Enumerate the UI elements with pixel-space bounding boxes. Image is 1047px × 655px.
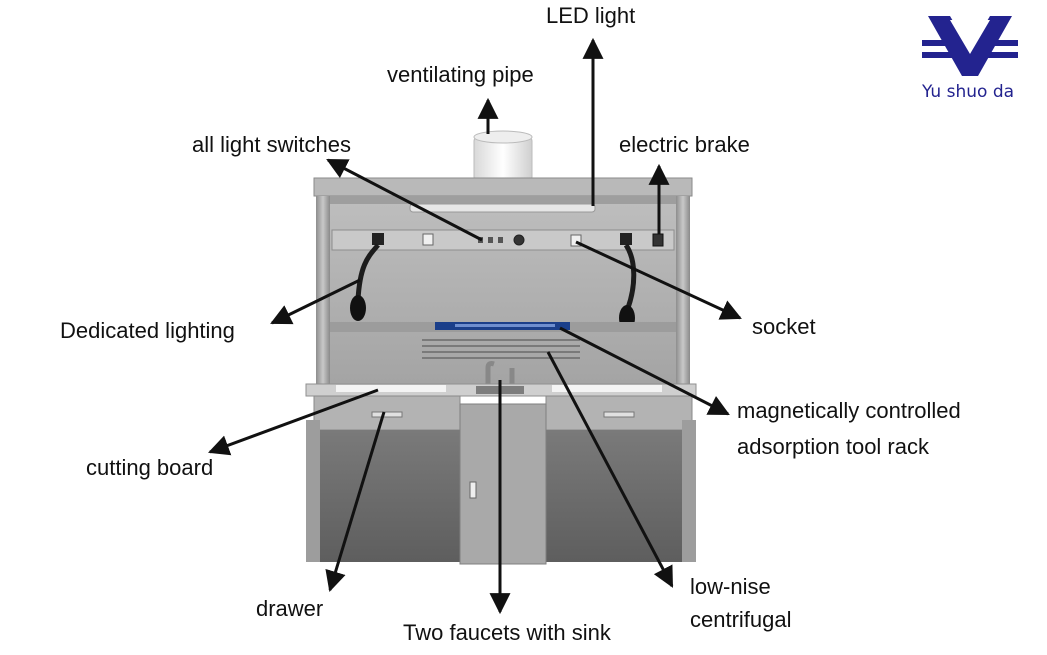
lamp-mount-left [372,233,384,245]
faucet-left [485,361,495,388]
lamp-mount-right [620,233,632,245]
leg-right [682,420,696,562]
switch-b [488,237,493,243]
label-cutting-board: cutting board [86,455,214,480]
drawer-right [545,395,693,431]
drawer-handle-left [371,411,403,418]
gooseneck-lamp-right [623,243,637,309]
vent-grille [422,339,580,359]
switch-knob [513,234,525,246]
rack-label-strip [455,324,555,327]
ventilating-pipe [473,130,533,182]
led-tube [409,203,596,213]
center-cabinet-handle [469,481,477,499]
label-faucets: Two faucets with sink [403,620,611,645]
yu-shuo-da-logo [922,16,1018,76]
label-electric-brake: electric brake [619,132,750,157]
label-dedicated-lighting: Dedicated lighting [60,318,235,343]
gooseneck-lamp-left [355,243,380,301]
label-socket: socket [752,314,816,339]
drawer-handle-right [603,411,635,418]
label-drawer: drawer [256,596,324,621]
arrow-socket [575,240,742,320]
left-side-panel [316,196,330,386]
label-centrifugal-line2: centrifugal [690,607,792,632]
switch-c [498,237,503,243]
cutting-board-right [552,385,662,392]
label-magnetic-line2: adsorption tool rack [737,434,929,459]
breaker [652,233,664,247]
cabinet-right [546,430,694,562]
brand-name: Yu shuo da [922,82,1015,102]
lamp-head-left [350,295,366,321]
arrow-dedicated-lighting [270,278,361,325]
label-ventilating-pipe: ventilating pipe [387,62,534,87]
socket-right [570,234,582,247]
canopy-front [320,196,686,204]
cabinet-left [306,430,460,562]
leg-left [306,420,320,562]
arrow-cutting-board [208,388,379,456]
arrow-magnetic-rack [559,326,730,416]
cutting-board-left [336,385,446,392]
label-magnetic-line1: magnetically controlled [737,398,961,423]
label-led-light: LED light [546,3,636,28]
socket-left [422,233,434,246]
arrow-all-light-switches [326,158,483,242]
label-all-light-switches: all light switches [192,132,351,157]
arrow-drawer [325,411,386,593]
arrow-centrifugal [546,351,674,588]
label-centrifugal-line1: low-nise [690,574,771,599]
